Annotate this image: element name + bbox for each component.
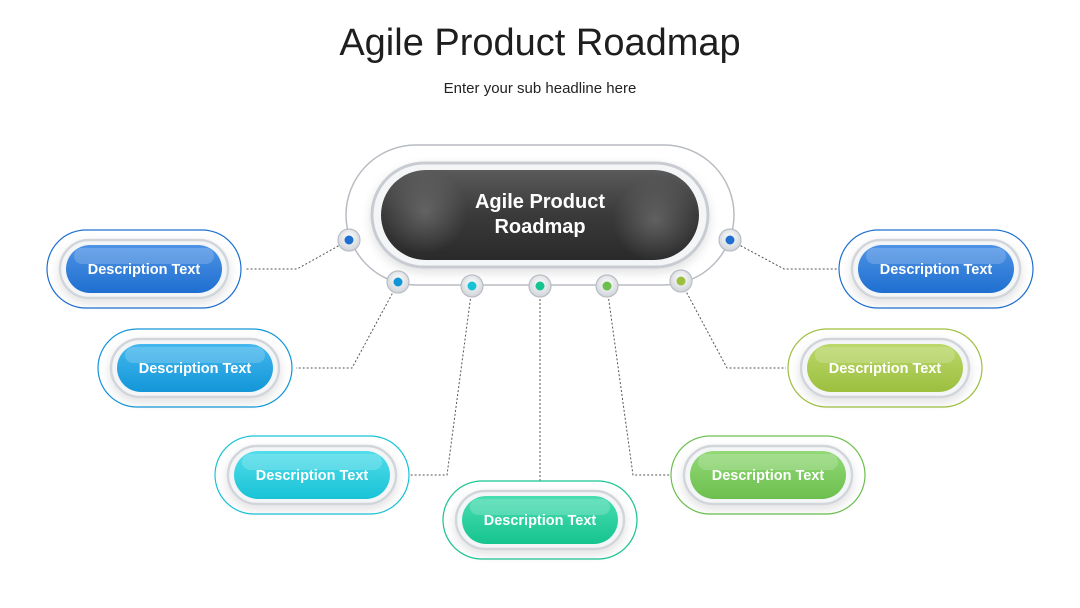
connector-line bbox=[296, 282, 399, 369]
description-node: Description Text bbox=[46, 229, 242, 309]
anchor-dot bbox=[460, 274, 484, 298]
description-node: Description Text bbox=[442, 480, 638, 560]
node-highlight bbox=[866, 248, 1006, 264]
node-highlight bbox=[74, 248, 214, 264]
description-node: Description Text bbox=[97, 328, 293, 408]
node-highlight bbox=[125, 347, 265, 363]
node-label: Description Text bbox=[829, 361, 942, 377]
node-pill bbox=[234, 451, 390, 499]
page-title: Agile Product Roadmap bbox=[339, 22, 741, 64]
hub-title-line2: Roadmap bbox=[494, 216, 585, 238]
node-pill bbox=[807, 344, 963, 392]
node-label: Description Text bbox=[256, 468, 369, 484]
anchor-dot bbox=[595, 274, 619, 298]
description-node: Description Text bbox=[214, 435, 410, 515]
anchor-dot bbox=[386, 270, 410, 294]
node-pill bbox=[690, 451, 846, 499]
central-hub: Agile Product Roadmap bbox=[345, 144, 735, 286]
anchor-dot bbox=[669, 269, 693, 293]
node-pill bbox=[117, 344, 273, 392]
node-pill bbox=[858, 245, 1014, 293]
node-highlight bbox=[470, 499, 610, 515]
anchor-dot bbox=[718, 228, 742, 252]
connector-line bbox=[606, 286, 670, 476]
connector-line bbox=[729, 239, 838, 270]
node-highlight bbox=[815, 347, 955, 363]
node-label: Description Text bbox=[139, 361, 252, 377]
connector-line bbox=[245, 239, 350, 270]
description-node: Description Text bbox=[670, 435, 866, 515]
node-highlight bbox=[242, 454, 382, 470]
node-label: Description Text bbox=[712, 468, 825, 484]
node-label: Description Text bbox=[880, 262, 993, 278]
node-label: Description Text bbox=[88, 262, 201, 278]
connector-line bbox=[410, 286, 473, 476]
connector-lines bbox=[245, 239, 838, 482]
node-pill bbox=[462, 496, 618, 544]
description-node: Description Text bbox=[787, 328, 983, 408]
page-subtitle: Enter your sub headline here bbox=[443, 80, 637, 97]
anchor-dot bbox=[337, 228, 361, 252]
node-label: Description Text bbox=[484, 513, 597, 529]
hub-title-line1: Agile Product bbox=[475, 191, 605, 213]
node-pill bbox=[66, 245, 222, 293]
node-highlight bbox=[698, 454, 838, 470]
anchor-dot bbox=[528, 274, 552, 298]
description-node: Description Text bbox=[838, 229, 1034, 309]
connector-line bbox=[680, 281, 786, 369]
